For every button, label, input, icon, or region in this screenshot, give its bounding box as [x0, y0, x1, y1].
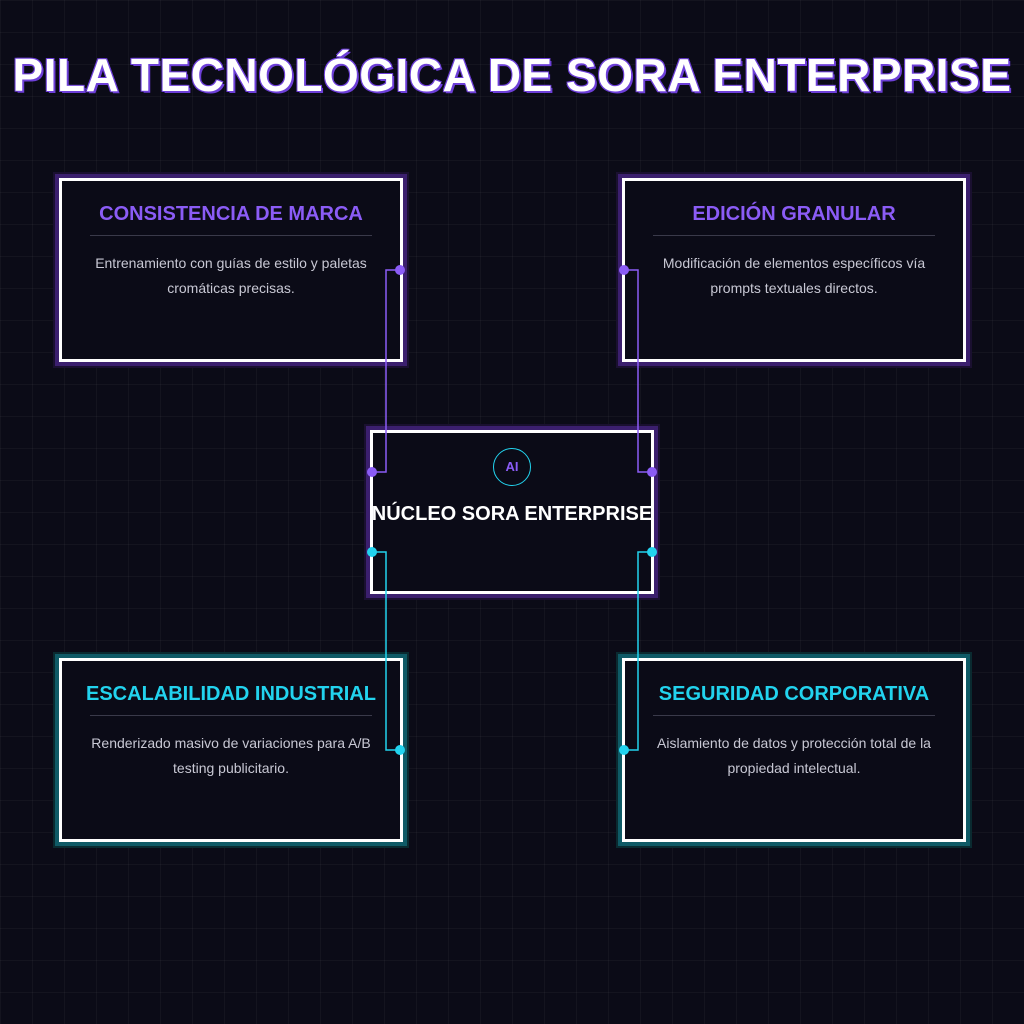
card-divider [90, 235, 372, 236]
card-description: Entrenamiento con guías de estilo y pale… [95, 255, 367, 296]
card-industrial-scalability: ESCALABILIDAD INDUSTRIAL Renderizado mas… [59, 658, 403, 842]
card-title: SEGURIDAD CORPORATIVA [658, 683, 930, 705]
card-title: EDICIÓN GRANULAR [692, 203, 896, 225]
card-divider [653, 715, 935, 716]
card-title: ESCALABILIDAD INDUSTRIAL [86, 683, 376, 705]
card-brand-consistency: CONSISTENCIA DE MARCA Entrenamiento con … [59, 178, 403, 362]
core-title: NÚCLEO SORA ENTERPRISE [371, 503, 653, 525]
card-divider [90, 715, 372, 716]
card-granular-editing: EDICIÓN GRANULAR Modificación de element… [622, 178, 966, 362]
card-title: CONSISTENCIA DE MARCA [99, 203, 363, 225]
card-description: Aislamiento de datos y protección total … [657, 735, 931, 776]
card-corporate-security: SEGURIDAD CORPORATIVA Aislamiento de dat… [622, 658, 966, 842]
card-divider [653, 235, 935, 236]
core-node: AI NÚCLEO SORA ENTERPRISE [370, 430, 654, 594]
card-description: Renderizado masivo de variaciones para A… [91, 735, 371, 776]
ai-badge-icon: AI [493, 448, 531, 486]
card-description: Modificación de elementos específicos ví… [662, 255, 926, 296]
diagram-title: PILA TECNOLÓGICA DE SORA ENTERPRISE [12, 49, 1012, 101]
